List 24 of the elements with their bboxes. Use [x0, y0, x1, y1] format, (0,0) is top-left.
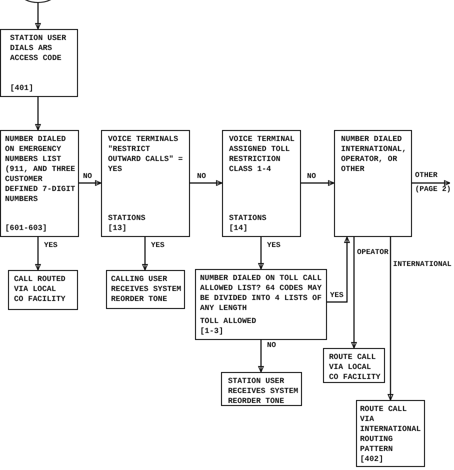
- arrow: [412, 180, 450, 186]
- process-box: [8, 270, 78, 310]
- arrow: [79, 180, 102, 186]
- arrow: [35, 237, 41, 270]
- process-box: [106, 270, 185, 309]
- arrow: [190, 180, 222, 186]
- process-box: [101, 130, 190, 237]
- arrow: [258, 340, 264, 372]
- process-box: [221, 372, 302, 406]
- process-box: [356, 400, 425, 467]
- process-box: [222, 130, 301, 237]
- arrow: [327, 236, 350, 303]
- process-box: [0, 29, 78, 97]
- arrow: [35, 97, 41, 130]
- arrow: [35, 3, 41, 30]
- arrow: [258, 237, 264, 270]
- process-box: [323, 348, 385, 383]
- arrow: [388, 237, 394, 400]
- arrow: [351, 237, 357, 348]
- arrow: [142, 237, 148, 270]
- process-box: [0, 130, 79, 237]
- arrow: [301, 180, 334, 186]
- process-box: [195, 269, 327, 340]
- process-box: [334, 130, 412, 237]
